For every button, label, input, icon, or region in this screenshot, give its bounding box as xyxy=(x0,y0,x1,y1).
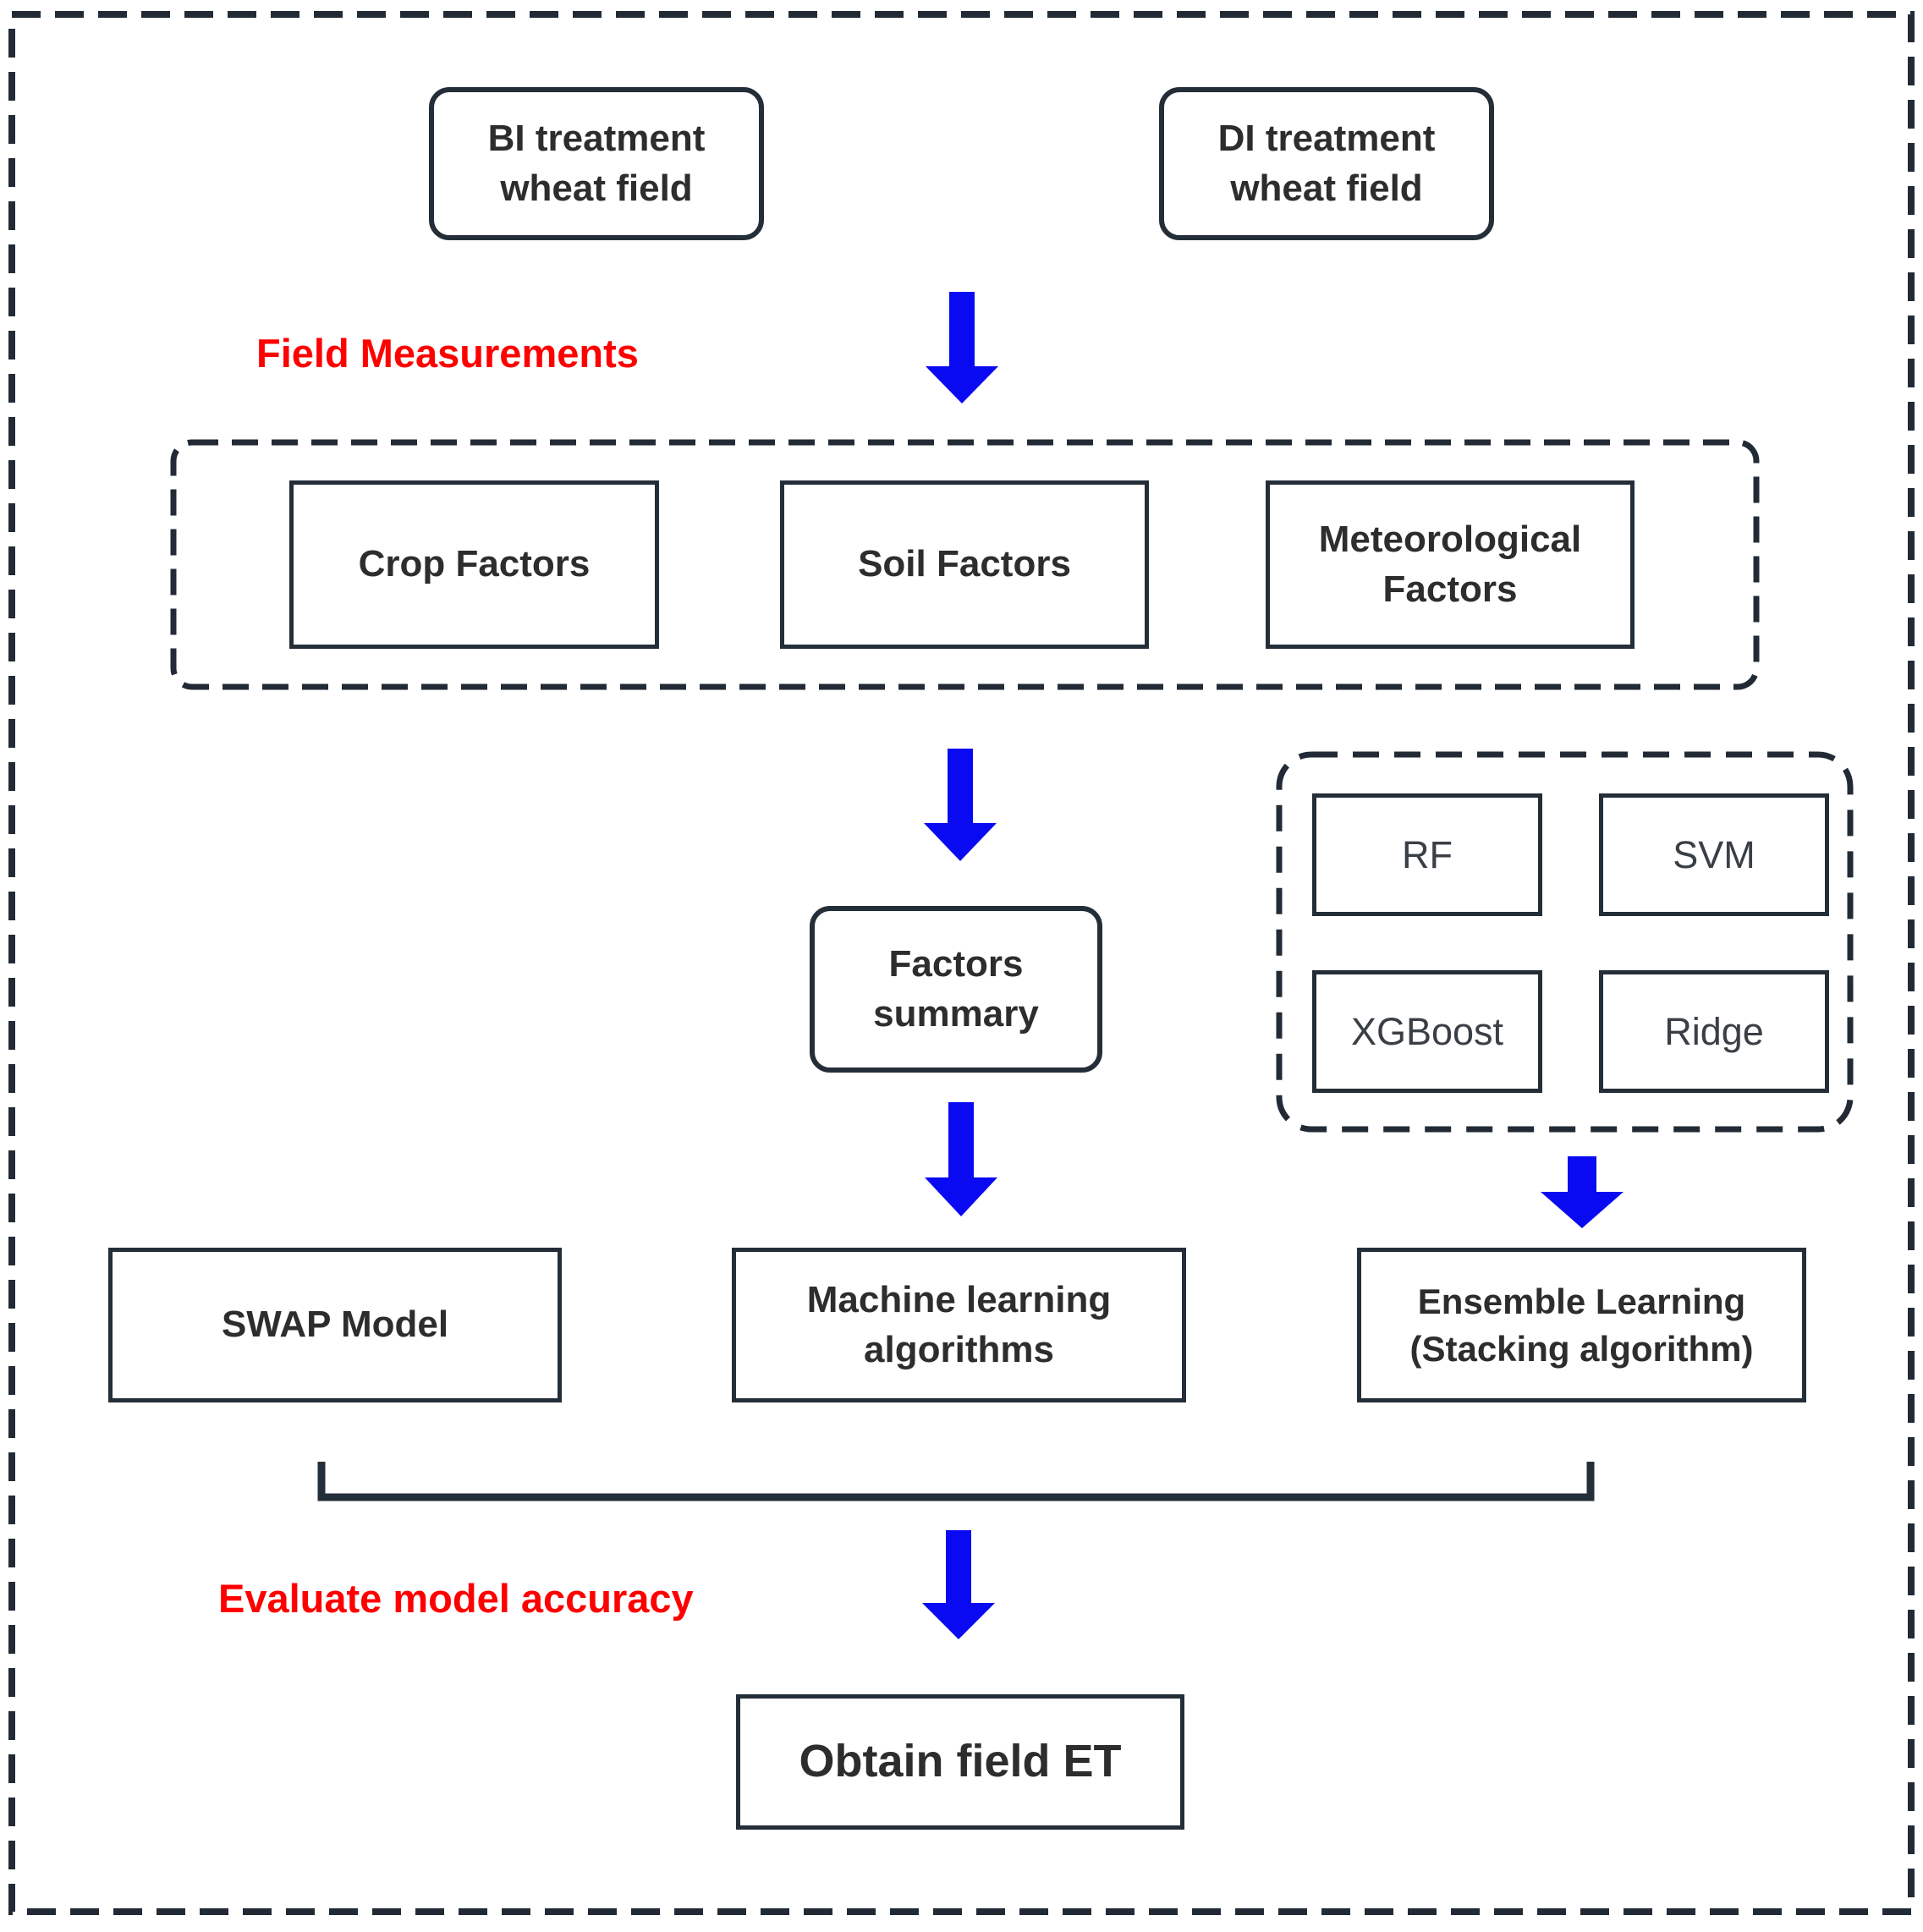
node-met-label: Meteorological Factors xyxy=(1318,519,1582,610)
arrow-models-to-ensemble xyxy=(1541,1156,1624,1228)
node-ensemble-learning: Ensemble Learning (Stacking algorithm) xyxy=(1357,1248,1806,1402)
node-swap-label: SWAP Model xyxy=(221,1304,449,1346)
outer-dashed-border xyxy=(8,11,1915,1915)
node-crop-factors: Crop Factors xyxy=(289,480,659,649)
evaluate-model-accuracy-annotation: Evaluate model accuracy xyxy=(218,1576,694,1621)
node-rf-label: RF xyxy=(1402,832,1453,876)
node-bi-treatment-wheat-field: BI treatment wheat field xyxy=(429,87,764,240)
node-ensemble-label: Ensemble Learning (Stacking algorithm) xyxy=(1409,1282,1754,1369)
node-ridge: Ridge xyxy=(1599,970,1829,1093)
field-measurements-dashed-group xyxy=(170,439,1760,690)
ml-models-dashed-group xyxy=(1276,751,1854,1133)
node-et-label: Obtain field ET xyxy=(799,1736,1122,1787)
node-svm: SVM xyxy=(1599,793,1829,916)
node-obtain-field-et: Obtain field ET xyxy=(736,1694,1184,1830)
node-factors-summary: Factors summary xyxy=(810,906,1102,1073)
node-ml-label: Machine learning algorithms xyxy=(806,1279,1112,1370)
node-xgboost: XGBoost xyxy=(1312,970,1542,1093)
node-bi-label: BI treatment wheat field xyxy=(487,118,706,209)
node-svm-label: SVM xyxy=(1673,832,1755,876)
node-swap-model: SWAP Model xyxy=(108,1248,562,1402)
node-soil-label: Soil Factors xyxy=(858,543,1071,585)
node-factors-summary-label: Factors summary xyxy=(873,943,1039,1035)
node-meteorological-factors: Meteorological Factors xyxy=(1266,480,1635,649)
node-di-label: DI treatment wheat field xyxy=(1217,118,1436,209)
node-ridge-label: Ridge xyxy=(1664,1009,1764,1053)
arrow-treatments-to-factors xyxy=(926,292,998,403)
arrow-factors-to-summary xyxy=(924,749,997,861)
node-rf: RF xyxy=(1312,793,1542,916)
arrow-summary-to-ml xyxy=(925,1102,997,1216)
arrow-bracket-to-et xyxy=(922,1530,995,1639)
node-xgboost-label: XGBoost xyxy=(1350,1009,1504,1053)
node-machine-learning-algorithms: Machine learning algorithms xyxy=(732,1248,1186,1402)
field-measurements-annotation: Field Measurements xyxy=(256,331,639,376)
merge-bracket xyxy=(317,1462,1595,1501)
node-soil-factors: Soil Factors xyxy=(780,480,1149,649)
node-crop-label: Crop Factors xyxy=(358,543,591,585)
node-di-treatment-wheat-field: DI treatment wheat field xyxy=(1159,87,1494,240)
